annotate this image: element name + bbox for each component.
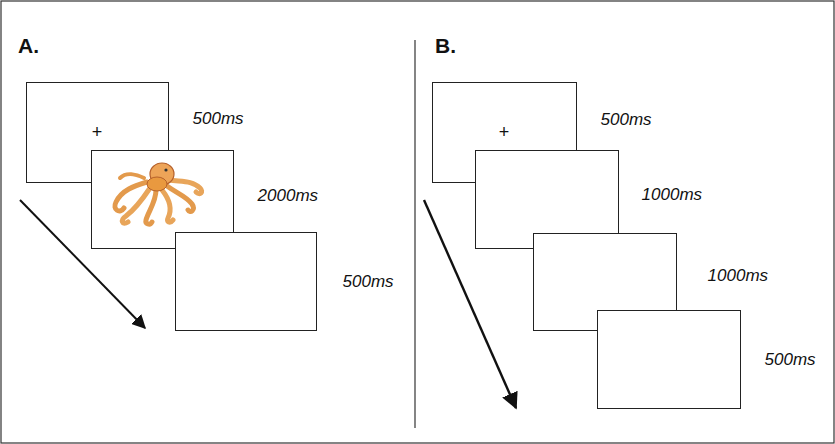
duration-label: 500ms: [193, 109, 244, 129]
screen-frame: 500ms: [175, 232, 317, 331]
duration-label: 500ms: [343, 272, 394, 292]
duration-label: 500ms: [765, 350, 816, 370]
duration-label: 500ms: [601, 110, 652, 130]
fixation-cross: +: [92, 123, 103, 141]
panel-label: B.: [435, 34, 456, 58]
panel-label: A.: [18, 34, 39, 58]
duration-label: 1000ms: [642, 185, 702, 205]
panel-divider: [414, 40, 415, 428]
fixation-cross: +: [499, 123, 510, 141]
duration-label: 1000ms: [708, 266, 768, 286]
duration-label: 2000ms: [258, 186, 318, 206]
screen-frame: 500ms: [597, 310, 741, 409]
